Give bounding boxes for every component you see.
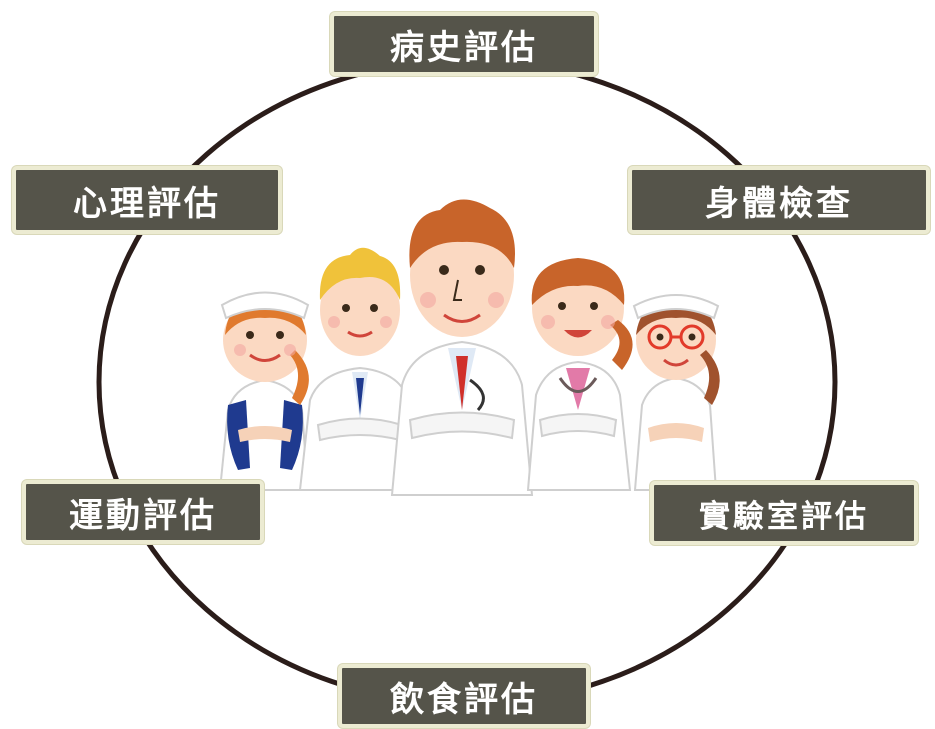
- label-psychological-assessment: 心理評估: [12, 166, 282, 234]
- female-doctor-figure: [526, 258, 633, 491]
- label-lab-assessment: 實驗室評估: [650, 481, 918, 545]
- blond-doctor-figure: [298, 247, 420, 491]
- medical-team-illustration: [218, 199, 720, 496]
- nurse-right-figure: [632, 294, 720, 491]
- label-diet-assessment: 飲食評估: [338, 664, 590, 728]
- main-doctor-figure: [390, 199, 534, 496]
- label-physical-exam: 身體檢查: [628, 166, 930, 234]
- label-history-assessment: 病史評估: [330, 12, 598, 76]
- nurse-left-figure: [218, 291, 310, 491]
- label-exercise-assessment: 運動評估: [22, 480, 264, 544]
